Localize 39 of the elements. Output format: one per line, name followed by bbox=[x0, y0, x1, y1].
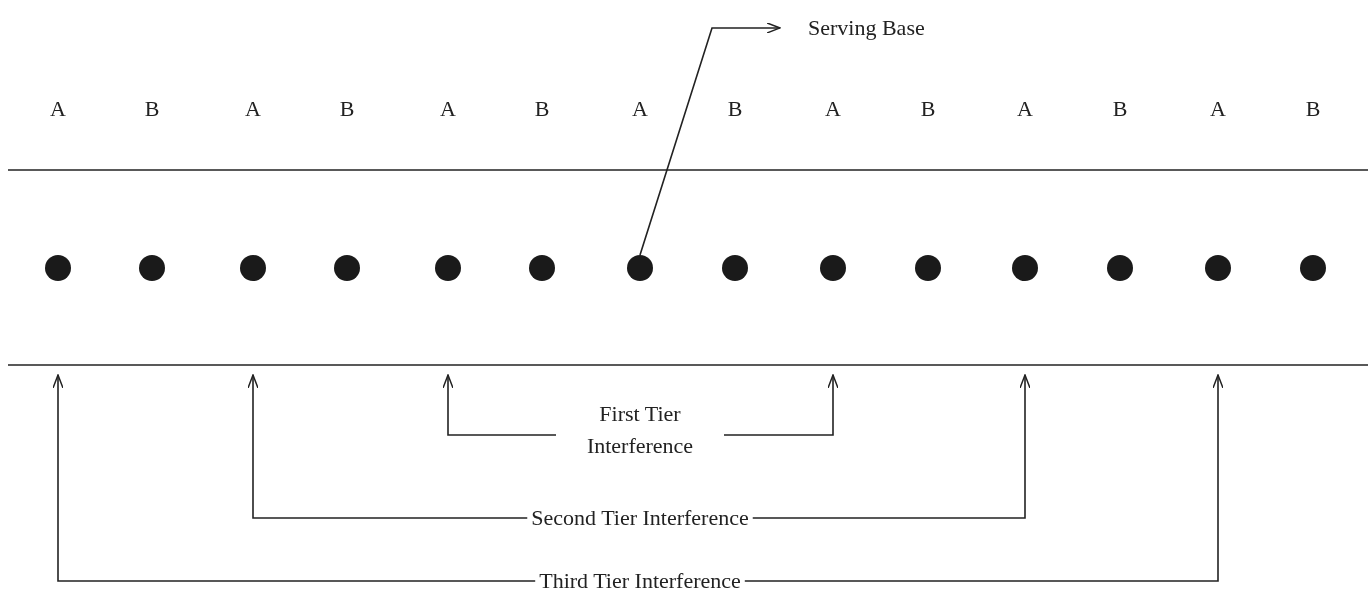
annotation-text: Serving Base bbox=[808, 12, 925, 44]
cell-label: B bbox=[144, 96, 160, 122]
annotation-text: First Tier Interference bbox=[560, 398, 720, 462]
base-station-dot bbox=[139, 255, 165, 281]
base-station-dot bbox=[627, 255, 653, 281]
base-station-dot bbox=[1205, 255, 1231, 281]
leader-arrow bbox=[751, 374, 1031, 519]
base-station-dot bbox=[820, 255, 846, 281]
cell-label: B bbox=[1305, 96, 1321, 122]
base-station-dot bbox=[435, 255, 461, 281]
cell-label: B bbox=[339, 96, 355, 122]
base-station-dot bbox=[915, 255, 941, 281]
cell-label: B bbox=[727, 96, 743, 122]
cell-label: B bbox=[534, 96, 550, 122]
cell-label: B bbox=[920, 96, 936, 122]
cell-label: A bbox=[245, 96, 261, 122]
cell-label: B bbox=[1112, 96, 1128, 122]
base-station-dot bbox=[1107, 255, 1133, 281]
leader-arrow bbox=[52, 374, 536, 582]
cell-label: A bbox=[825, 96, 841, 122]
annotation-text: Second Tier Interference bbox=[531, 502, 749, 534]
base-station-dot bbox=[722, 255, 748, 281]
base-station-dot bbox=[1012, 255, 1038, 281]
leader-arrow bbox=[247, 374, 529, 519]
leader-arrow bbox=[744, 374, 1224, 582]
cell-label: A bbox=[50, 96, 66, 122]
leader-arrow bbox=[723, 374, 839, 436]
cell-label: A bbox=[632, 96, 648, 122]
base-station-dot bbox=[529, 255, 555, 281]
base-station-dot bbox=[1300, 255, 1326, 281]
leader-arrow bbox=[442, 374, 557, 436]
cell-label: A bbox=[1210, 96, 1226, 122]
cell-label: A bbox=[1017, 96, 1033, 122]
base-station-dot bbox=[334, 255, 360, 281]
leader-arrow bbox=[639, 22, 781, 256]
base-station-dot bbox=[240, 255, 266, 281]
annotation-text: Third Tier Interference bbox=[539, 565, 741, 597]
base-station-dot bbox=[45, 255, 71, 281]
cell-label: A bbox=[440, 96, 456, 122]
